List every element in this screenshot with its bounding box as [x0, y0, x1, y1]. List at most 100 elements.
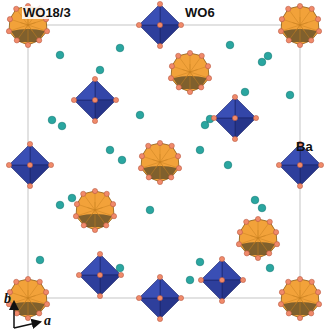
oxygen-atom	[111, 214, 116, 219]
oxygen-atom	[232, 94, 237, 99]
oxygen-atom	[92, 227, 97, 232]
oxygen-atom	[97, 293, 102, 298]
oxygen-atom	[146, 143, 151, 148]
oxygen-atom	[104, 223, 109, 228]
oxygen-atom	[286, 279, 291, 284]
wo18-polyhedron	[278, 276, 321, 320]
ba-atom	[58, 122, 66, 130]
polyhedron-body	[141, 143, 179, 182]
oxygen-atom	[136, 295, 141, 300]
edge-line	[171, 72, 190, 78]
edge-line	[190, 72, 195, 78]
ba-atom	[258, 204, 266, 212]
edge-line	[258, 230, 259, 238]
octahedron-face	[79, 254, 100, 275]
octahedron-face	[160, 298, 181, 319]
oxygen-atom	[76, 272, 81, 277]
ba-atom	[106, 146, 114, 154]
edge-line	[300, 298, 305, 304]
oxygen-atom	[315, 17, 320, 22]
oxygen-atom	[14, 6, 19, 11]
polyhedron-body	[239, 219, 277, 258]
edge-line	[258, 222, 270, 238]
edge-line	[16, 282, 28, 298]
ba-atom	[116, 264, 124, 272]
oxygen-atom	[318, 162, 323, 167]
edge-line	[300, 298, 301, 318]
oxygen-atom	[37, 311, 42, 316]
wo18-polyhedron	[6, 276, 49, 320]
edge-line	[288, 9, 300, 25]
oxygen-atom	[297, 183, 302, 188]
oxygen-atom	[27, 162, 32, 167]
edge-line	[28, 25, 47, 31]
oxygen-atom	[315, 290, 320, 295]
edge-line	[281, 298, 300, 304]
oxygen-atom	[219, 256, 224, 261]
edge-line	[28, 298, 33, 304]
edge-line	[160, 162, 161, 182]
edge-line	[95, 194, 107, 210]
oxygen-atom	[240, 277, 245, 282]
oxygen-atom	[14, 311, 19, 316]
wo18-polyhedron	[278, 3, 321, 47]
oxygen-atom	[6, 162, 11, 167]
edge-line	[76, 210, 95, 216]
edge-line	[28, 282, 40, 298]
oxygen-atom	[118, 272, 123, 277]
oxygen-atom	[297, 276, 302, 281]
wo6-octahedron	[136, 274, 183, 321]
oxygen-atom	[25, 315, 30, 320]
wo6-octahedron	[6, 141, 53, 188]
edge-line	[95, 208, 103, 210]
axes	[14, 302, 40, 328]
oxygen-atom	[244, 219, 249, 224]
oxygen-atom	[267, 251, 272, 256]
oxygen-atom	[309, 6, 314, 11]
ba-atom	[196, 146, 204, 154]
polyhedra	[6, 1, 323, 321]
polyhedron-body	[281, 279, 319, 318]
edge-line	[28, 296, 36, 298]
ba-atom	[118, 156, 126, 164]
octahedron-face	[95, 79, 116, 100]
oxygen-atom	[273, 230, 278, 235]
oxygen-atom	[25, 276, 30, 281]
edge-line	[239, 238, 258, 244]
edge-line	[300, 25, 319, 31]
ba-atom	[36, 256, 44, 264]
oxygen-atom	[276, 162, 281, 167]
oxygen-atom	[169, 175, 174, 180]
oxygen-atom	[97, 251, 102, 256]
edge-line	[300, 282, 312, 298]
edge-line	[160, 146, 172, 162]
edge-line	[83, 194, 95, 210]
oxygen-atom	[178, 295, 183, 300]
oxygen-atom	[232, 115, 237, 120]
oxygen-atom	[278, 302, 283, 307]
wo6-octahedron	[198, 256, 245, 303]
oxygen-atom	[278, 29, 283, 34]
edge-line	[190, 64, 191, 72]
edge-line	[300, 17, 301, 25]
wo18-polyhedron	[138, 140, 181, 184]
edge-line	[141, 162, 160, 168]
oxygen-atom	[286, 38, 291, 43]
edge-line	[160, 154, 161, 162]
edge-line	[258, 238, 277, 244]
oxygen-atom	[157, 43, 162, 48]
oxygen-atom	[178, 22, 183, 27]
oxygen-atom	[14, 38, 19, 43]
oxygen-atom	[255, 216, 260, 221]
ba-atom	[68, 194, 76, 202]
oxygen-atom	[187, 89, 192, 94]
oxygen-atom	[236, 242, 241, 247]
oxygen-atom	[199, 53, 204, 58]
octahedron-face	[279, 165, 300, 186]
edge-line	[288, 282, 300, 298]
edge-line	[190, 72, 191, 92]
ba-atom	[226, 41, 234, 49]
oxygen-atom	[136, 22, 141, 27]
oxygen-atom	[37, 279, 42, 284]
